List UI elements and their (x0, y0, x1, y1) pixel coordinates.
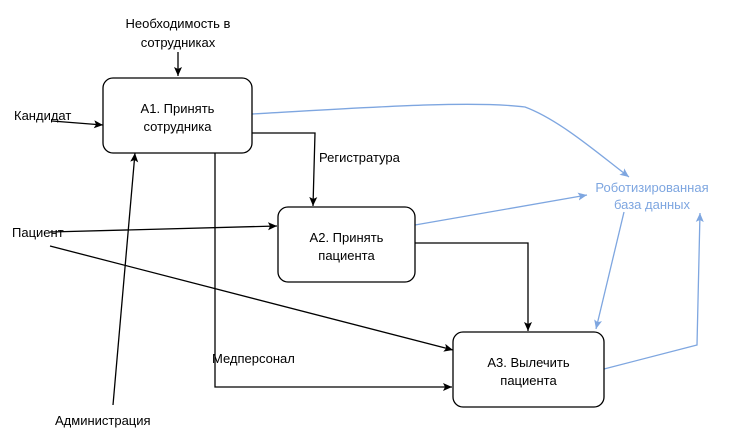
database-connectors (251, 103, 704, 370)
arrow-patient-to-a3 (49, 245, 454, 352)
arrow-patient-to-a2 (49, 222, 278, 233)
arrow-a3-to-database (603, 212, 704, 370)
box-a2: А2. Принять пациента (277, 206, 416, 283)
label-candidate: Кандидат (14, 108, 71, 123)
label-registry: Регистратура (319, 150, 401, 165)
label-patient: Пациент (12, 225, 64, 240)
label-medstaff: Медперсонал (212, 351, 295, 366)
box-a1-line2: сотрудника (144, 119, 213, 134)
box-a3-frame (452, 331, 605, 408)
box-a2-line2: пациента (318, 248, 375, 263)
database-line1: Роботизированная (595, 180, 708, 195)
box-a3-line2: пациента (500, 373, 557, 388)
box-a3-line1: А3. Вылечить (487, 355, 570, 370)
arrow-a2-to-database (414, 192, 588, 226)
label-administration: Администрация (55, 413, 151, 428)
box-a1-line1: А1. Принять (141, 101, 215, 116)
arrow-administration-to-a1 (112, 152, 139, 406)
box-a3: А3. Вылечить пациента (452, 331, 605, 408)
arrow-candidate-to-a1 (51, 120, 104, 129)
connectors (49, 52, 532, 406)
arrow-a1-medstaff-to-a3 (214, 152, 452, 391)
label-need-line1: Необходимость в (126, 16, 231, 31)
label-need-line2: сотрудниках (141, 35, 216, 50)
box-a2-line1: А2. Принять (310, 230, 384, 245)
box-a1: А1. Принять сотрудника (102, 77, 253, 154)
arrow-a2-to-a3 (415, 242, 532, 331)
arrow-database-to-a3 (594, 211, 625, 330)
database-line2: база данных (614, 197, 691, 212)
box-a2-frame (277, 206, 416, 283)
arrow-a1-to-database (251, 103, 630, 178)
box-a1-frame (102, 77, 253, 154)
arrow-a1-to-a2 (252, 132, 318, 207)
